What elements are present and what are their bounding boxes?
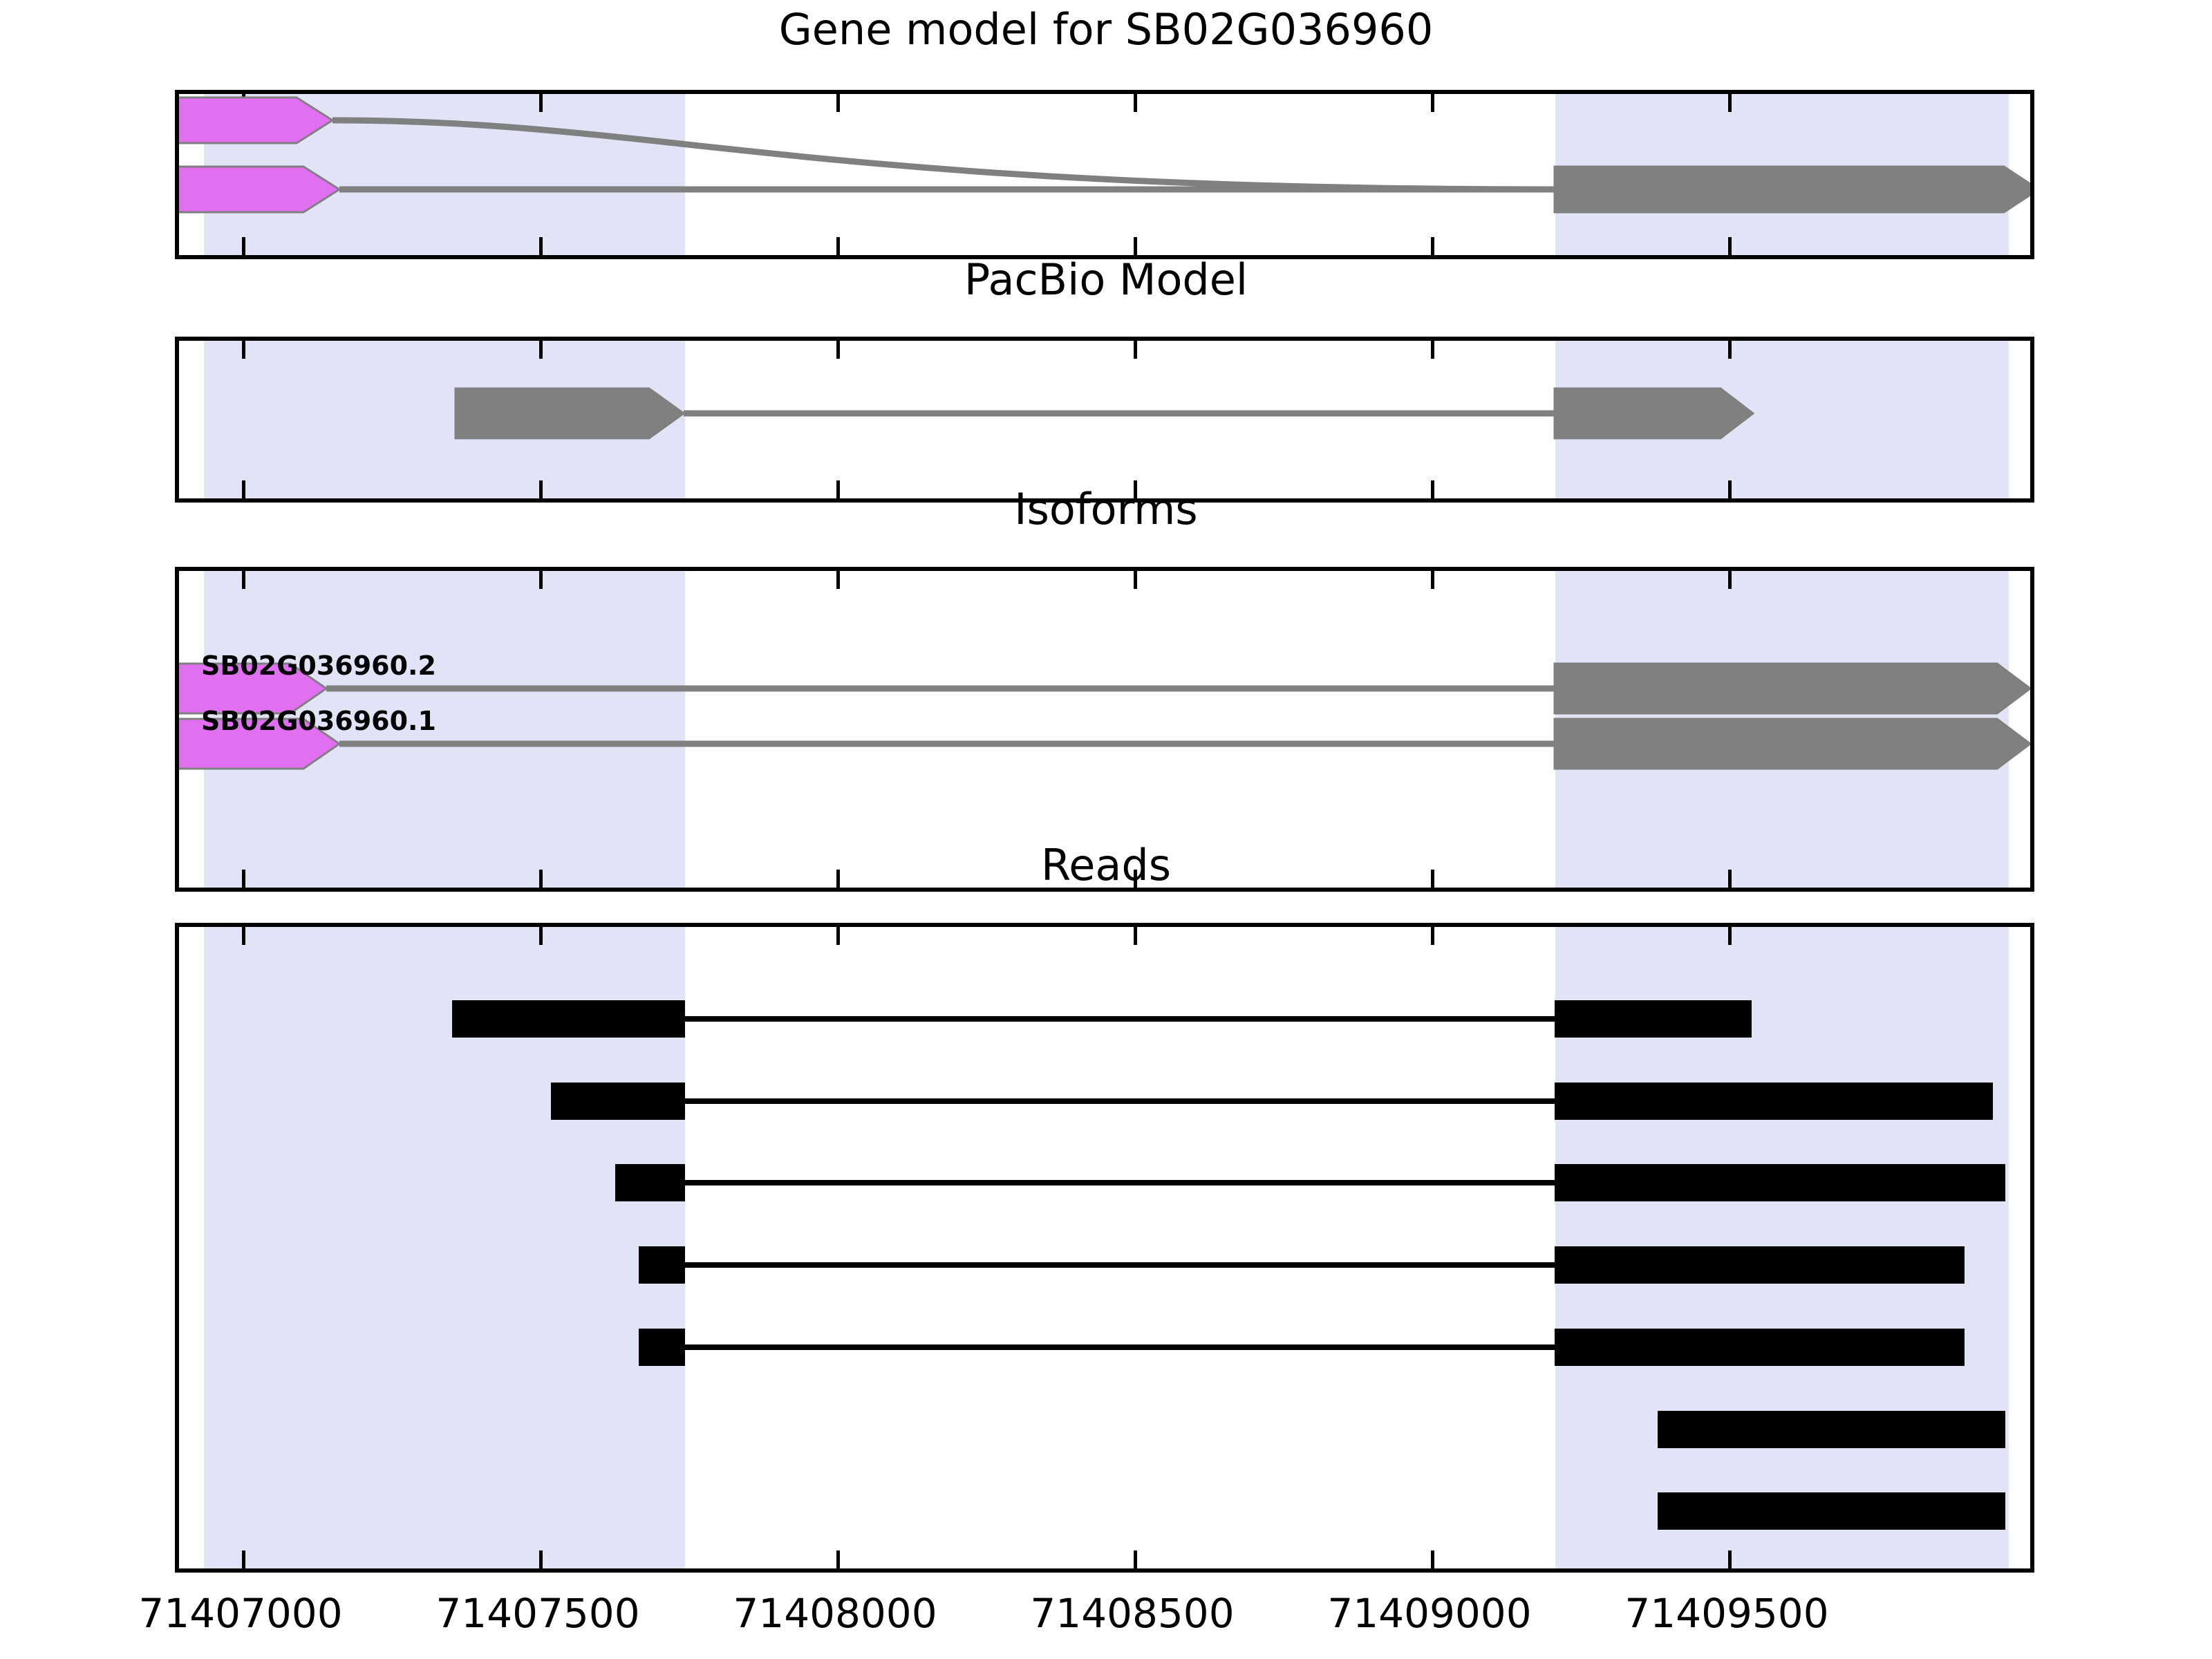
intron-connector-curved (332, 117, 1555, 193)
axis-tick-mark (1134, 94, 1137, 112)
read-block[interactable] (1555, 1246, 1965, 1284)
gene-model-features (179, 96, 2034, 214)
axis-tick-mark (1134, 237, 1137, 255)
axis-tick-mark (242, 480, 245, 498)
exon-cds-arrow[interactable] (1553, 662, 2030, 715)
axis-tick-mark (539, 927, 543, 945)
isoform-label-2: SB02G036960.2 (201, 650, 436, 681)
axis-tick-mark (1134, 341, 1137, 359)
axis-tick-mark (1134, 870, 1137, 888)
panel-gene-model (175, 90, 2034, 259)
panel-isoforms: SB02G036960.2 SB02G036960.1 (175, 567, 2034, 892)
axis-tick-mark (539, 1550, 543, 1568)
panel-pacbio-model (175, 337, 2034, 503)
axis-tick-mark (1134, 480, 1137, 498)
read-block[interactable] (1555, 1164, 2005, 1201)
panel-title-isoforms: Isoforms (1014, 484, 1198, 534)
xtick-label: 71408500 (1030, 1590, 1235, 1637)
axis-tick-mark (242, 237, 245, 255)
xtick-label: 71408000 (733, 1590, 937, 1637)
axis-tick-mark (836, 1550, 840, 1568)
axis-tick-mark (1134, 927, 1137, 945)
axis-tick-mark (242, 341, 245, 359)
read-block[interactable] (1658, 1411, 2005, 1448)
axis-tick-mark (1728, 927, 1732, 945)
axis-tick-mark (1134, 1550, 1137, 1568)
axis-tick-mark (1431, 927, 1434, 945)
axis-tick-mark (1728, 341, 1732, 359)
axis-tick-mark (1431, 1550, 1434, 1568)
isoform-features (179, 662, 2030, 770)
read-block[interactable] (1658, 1492, 2005, 1530)
axis-tick-mark (1431, 571, 1434, 589)
read-block[interactable] (551, 1082, 685, 1120)
axis-tick-mark (1431, 870, 1434, 888)
axis-tick-mark (539, 237, 543, 255)
xtick-label: 71409000 (1327, 1590, 1532, 1637)
xtick-label: 71407000 (138, 1590, 343, 1637)
axis-tick-mark (1134, 571, 1137, 589)
axis-tick-mark (1431, 94, 1434, 112)
axis-tick-mark (242, 571, 245, 589)
panel-reads (175, 923, 2034, 1573)
axis-tick-mark (242, 870, 245, 888)
axis-tick-mark (836, 480, 840, 498)
axis-tick-mark (1728, 1550, 1732, 1568)
read-block[interactable] (1555, 1000, 1752, 1038)
panel-title-gene-model: Gene model for SB02G036960 (778, 4, 1434, 55)
exon-cds-arrow[interactable] (1553, 165, 2034, 214)
axis-tick-mark (836, 237, 840, 255)
pacbio-model-features (454, 387, 1755, 440)
axis-tick-mark (836, 870, 840, 888)
read-block[interactable] (639, 1246, 685, 1284)
axis-tick-mark (836, 341, 840, 359)
axis-tick-mark (539, 341, 543, 359)
read-block[interactable] (1555, 1329, 1965, 1366)
axis-tick-mark (836, 927, 840, 945)
isoform-label-1: SB02G036960.1 (201, 706, 436, 736)
exon-cds-arrow[interactable] (1553, 718, 2030, 770)
read-block[interactable] (639, 1329, 685, 1366)
panel-title-pacbio-model: PacBio Model (964, 254, 1248, 305)
axis-tick-mark (1728, 94, 1732, 112)
exon-utr-arrow[interactable] (175, 662, 328, 715)
exon-cds-arrow[interactable] (454, 387, 686, 440)
exon-utr-arrow[interactable] (175, 96, 335, 144)
exon-cds-arrow[interactable] (1553, 387, 1755, 440)
axis-tick-mark (539, 94, 543, 112)
read-block[interactable] (452, 1000, 685, 1038)
axis-tick-mark (539, 480, 543, 498)
axis-tick-mark (539, 870, 543, 888)
axis-tick-mark (1431, 341, 1434, 359)
panel-title-reads: Reads (1040, 840, 1172, 890)
axis-tick-mark (836, 571, 840, 589)
xtick-label: 71409500 (1624, 1590, 1829, 1637)
axis-tick-mark (242, 927, 245, 945)
axis-tick-mark (836, 94, 840, 112)
read-block[interactable] (1555, 1082, 1993, 1120)
xtick-label: 71407500 (435, 1590, 640, 1637)
axis-tick-mark (242, 1550, 245, 1568)
read-features (452, 1000, 2005, 1530)
axis-tick-mark (539, 571, 543, 589)
axis-tick-mark (1728, 870, 1732, 888)
exon-utr-arrow[interactable] (175, 718, 341, 770)
axis-tick-mark (1728, 237, 1732, 255)
read-block[interactable] (615, 1164, 685, 1201)
axis-tick-mark (1431, 237, 1434, 255)
axis-tick-mark (1431, 480, 1434, 498)
axis-tick-mark (1728, 571, 1732, 589)
axis-tick-mark (1728, 480, 1732, 498)
exon-utr-arrow[interactable] (175, 165, 341, 214)
